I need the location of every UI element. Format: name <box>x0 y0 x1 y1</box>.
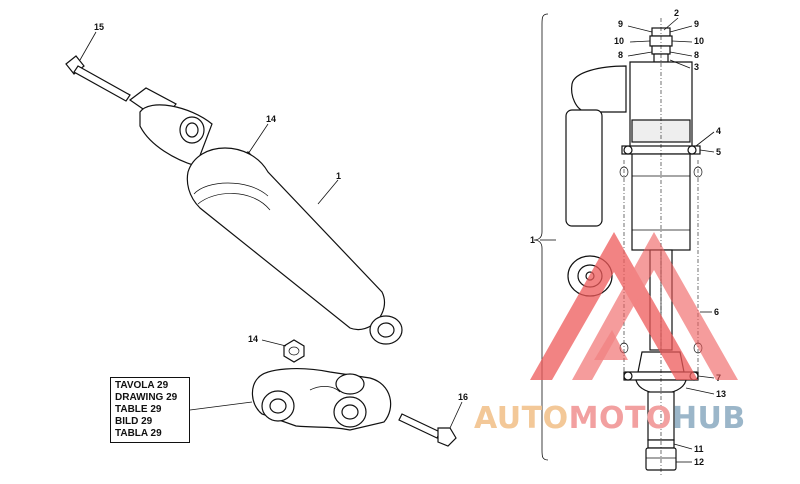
leader-14-low <box>261 339 287 347</box>
ref-line-de: BILD 29 <box>115 416 153 427</box>
leader-5 <box>699 149 715 153</box>
callout-9-right: 9 <box>694 19 699 29</box>
leader-14-top <box>247 123 269 155</box>
callout-14-top: 14 <box>266 114 276 124</box>
callout-10-left: 10 <box>614 36 624 46</box>
watermark-hub: HUB <box>671 401 746 436</box>
leader-7 <box>697 375 715 379</box>
callout-16: 16 <box>458 392 468 402</box>
drawing-reference-box: TAVOLA 29 DRAWING 29 TABLE 29 BILD 29 TA… <box>110 377 190 443</box>
top-mount <box>128 87 213 167</box>
leader-4 <box>695 131 715 147</box>
leader-refbox <box>189 401 253 411</box>
callout-9-left: 9 <box>618 19 623 29</box>
bolt-part-15 <box>65 55 131 102</box>
leader-1 <box>317 179 339 205</box>
left-shock-assembly <box>65 31 463 447</box>
callout-1-left: 1 <box>336 171 341 181</box>
callout-2: 2 <box>674 8 679 18</box>
ref-line-it: TAVOLA 29 <box>115 380 169 391</box>
watermark-moto: MOTO <box>568 401 672 436</box>
leader-8-l <box>627 51 653 57</box>
callout-8-left: 8 <box>618 50 623 60</box>
brace-bracket <box>533 13 549 461</box>
callout-3: 3 <box>694 62 699 72</box>
callout-15: 15 <box>94 22 104 32</box>
shock-body-part-1 <box>186 147 403 345</box>
callout-13: 13 <box>716 389 726 399</box>
watermark-auto: AUTO <box>474 401 569 436</box>
callout-4: 4 <box>716 126 721 136</box>
leader-10-l <box>629 40 651 43</box>
callout-14-low: 14 <box>248 334 258 344</box>
callout-8-right: 8 <box>694 50 699 60</box>
ref-line-en-drawing: DRAWING 29 <box>115 392 178 403</box>
leader-16 <box>449 401 463 429</box>
leader-8-r <box>669 51 693 57</box>
callout-1-brace: 1 <box>530 235 535 245</box>
nut-part-14-low <box>283 339 305 363</box>
watermark-text: AUTOMOTOHUB <box>474 402 794 436</box>
leader-13 <box>685 387 715 395</box>
callout-5: 5 <box>716 147 721 157</box>
callout-10-right: 10 <box>694 36 704 46</box>
leader-11 <box>673 443 693 450</box>
leader-9-r <box>669 25 693 33</box>
leader-15 <box>79 31 97 61</box>
ref-line-fr: TABLE 29 <box>115 404 162 415</box>
callout-6: 6 <box>714 307 719 317</box>
callout-12: 12 <box>694 457 704 467</box>
reservoir <box>565 65 627 227</box>
leader-3 <box>669 59 691 69</box>
bolt-part-16 <box>398 413 457 447</box>
leader-9-l <box>627 25 653 33</box>
leader-10-r <box>671 40 693 43</box>
leader-2 <box>663 17 679 31</box>
ref-line-es: TABLA 29 <box>115 428 162 439</box>
callout-11: 11 <box>694 444 704 454</box>
linkage-rocker <box>251 368 392 431</box>
watermark-logo-icon <box>530 232 738 380</box>
